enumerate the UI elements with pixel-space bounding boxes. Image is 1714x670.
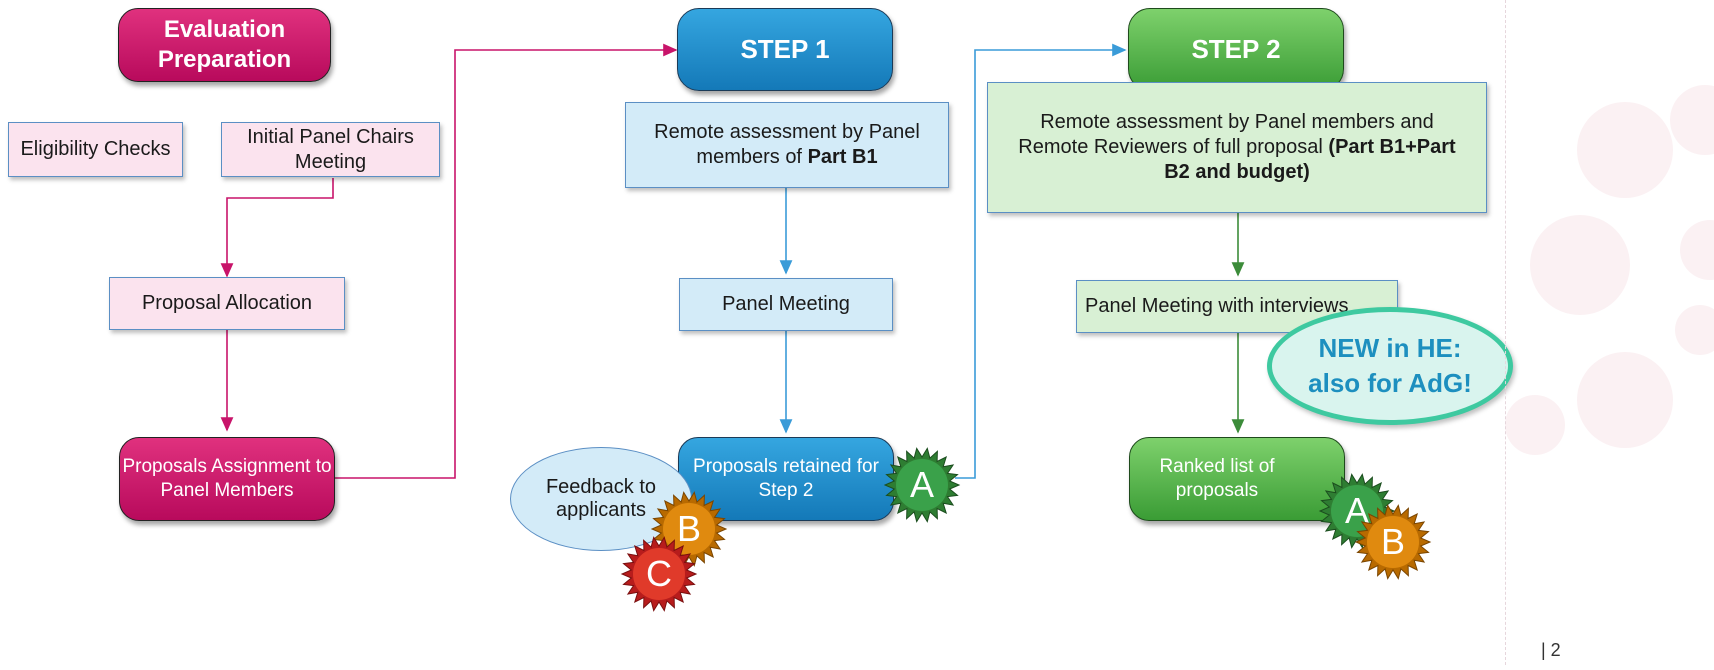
step2-remote-text: Remote assessment by Panel members and R… <box>1018 111 1434 158</box>
step1-panel-meeting-label: Panel Meeting <box>722 293 850 315</box>
badge-b-step1-letter: B <box>677 508 701 549</box>
arrow-retained-to-step2 <box>955 43 1127 479</box>
step1-title: STEP 1 <box>740 34 830 65</box>
badge-b-step2-letter: B <box>1381 521 1405 562</box>
dashed-divider <box>1505 0 1506 665</box>
step1-panel-meeting-node: Panel Meeting <box>679 278 893 331</box>
proposals-retained-label: Proposals retained for Step 2 <box>693 456 879 501</box>
eligibility-checks-node: Eligibility Checks <box>8 122 183 177</box>
decorative-circles <box>1505 85 1714 455</box>
proposals-assignment-node: Proposals Assignment to Panel Members <box>119 437 335 521</box>
step1-remote-text: Remote assessment by Panel members of <box>654 121 920 168</box>
step2-title: STEP 2 <box>1191 34 1281 65</box>
arrow-assignment-to-step1 <box>335 43 678 479</box>
ranked-list-label: Ranked list of proposals <box>1159 456 1275 501</box>
step2-remote-bold: (Part B1+Part B2 and budget) <box>1164 136 1456 183</box>
proposals-retained-node: Proposals retained for Step 2 <box>678 437 894 521</box>
step1-remote-bold: Part B1 <box>807 146 878 168</box>
page-number: | 2 <box>1541 640 1561 660</box>
evaluation-preparation-label: Evaluation Preparation <box>157 16 292 73</box>
eligibility-checks-label: Eligibility Checks <box>20 138 171 160</box>
badge-b-step1: B <box>650 491 728 567</box>
step2-remote-assessment-node: Remote assessment by Panel members and R… <box>987 82 1487 213</box>
proposals-assignment-label: Proposals Assignment to Panel Members <box>122 456 332 501</box>
proposal-allocation-node: Proposal Allocation <box>109 277 345 330</box>
badge-b-step2: B <box>1354 504 1432 580</box>
new-in-he-note: NEW in HE: also for AdG! <box>1267 307 1513 425</box>
badge-c-step1: C <box>620 536 698 612</box>
initial-panel-chairs-meeting-node: Initial Panel Chairs Meeting <box>221 122 440 177</box>
step2-node: STEP 2 <box>1128 8 1344 91</box>
step1-node: STEP 1 <box>677 8 893 91</box>
new-in-he-label: NEW in HE: also for AdG! <box>1308 332 1472 398</box>
initial-panel-chairs-meeting-label: Initial Panel Chairs Meeting <box>247 125 414 173</box>
step2-panel-meeting-label: Panel Meeting with interviews <box>1085 295 1349 317</box>
step2-remote-assessment-label: Remote assessment by Panel members and R… <box>1004 110 1470 185</box>
feedback-label: Feedback to applicants <box>545 476 657 521</box>
step1-remote-assessment-node: Remote assessment by Panel members of Pa… <box>625 102 949 188</box>
decorative-sidebar: | 2 <box>1505 0 1714 665</box>
feedback-ellipse: Feedback to applicants <box>510 447 692 551</box>
step1-remote-assessment-label: Remote assessment by Panel members of Pa… <box>636 120 938 170</box>
badge-a-step1-letter: A <box>910 464 934 505</box>
badge-c-step1-letter: C <box>646 553 672 594</box>
proposal-allocation-label: Proposal Allocation <box>141 292 313 314</box>
badge-a-step1: A <box>883 447 961 523</box>
evaluation-preparation-node: Evaluation Preparation <box>118 8 331 82</box>
ranked-list-node: Ranked list of proposals <box>1129 437 1345 521</box>
arrow-initial-to-allocation <box>220 178 334 278</box>
